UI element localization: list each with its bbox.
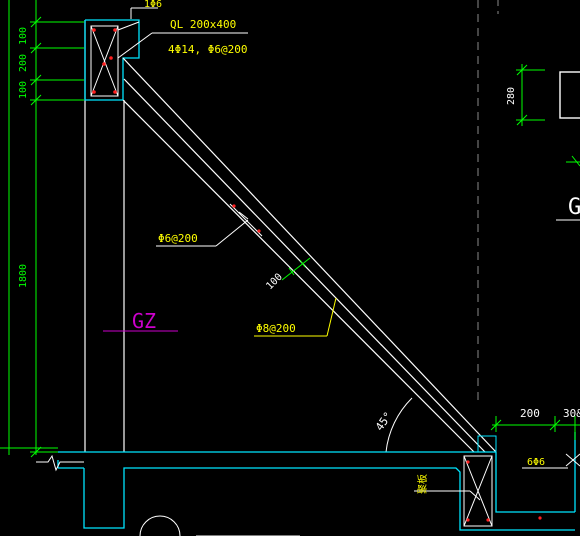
section-marker-circle bbox=[139, 515, 181, 536]
beam-top-callout: 1Φ6 bbox=[144, 0, 162, 10]
column-label-gz: GZ bbox=[132, 309, 156, 333]
break-symbol bbox=[36, 454, 84, 472]
right-dimension-200 bbox=[490, 416, 580, 440]
right-end-detail bbox=[565, 453, 580, 467]
beam-cross-ties bbox=[90, 21, 140, 97]
angle-arc bbox=[385, 397, 413, 453]
bottom-label-leader bbox=[414, 490, 481, 501]
dimension-30x-right: 30& bbox=[563, 407, 580, 420]
dimension-100-bottom: 100 bbox=[18, 81, 29, 99]
right-detail-280 bbox=[516, 64, 545, 126]
dimension-1800: 1800 bbox=[18, 264, 29, 288]
diagonal-stirrup-marks bbox=[229, 203, 263, 237]
dimension-200-right: 200 bbox=[520, 407, 540, 420]
beam-spec-label: QL 200x400 bbox=[170, 18, 236, 31]
rebar-6phi6-label: 6Φ6 bbox=[527, 457, 545, 468]
beam-rebar-dots bbox=[92, 28, 117, 94]
right-edge-letter: G bbox=[568, 195, 580, 220]
stirrup-leader bbox=[156, 219, 249, 247]
bottom-slab-label: 聚板 bbox=[416, 474, 429, 494]
diagonal-thickness-dim bbox=[281, 257, 311, 281]
end-beam-rebar-dots bbox=[466, 460, 542, 522]
dimension-100-top: 100 bbox=[18, 27, 29, 45]
dimension-280: 280 bbox=[506, 87, 517, 105]
dimension-200: 200 bbox=[18, 54, 29, 72]
slab-stub bbox=[477, 435, 497, 453]
right-section-tick-2 bbox=[571, 155, 580, 167]
left-dimension-chain bbox=[0, 0, 84, 458]
stirrup-label: Φ6@200 bbox=[158, 232, 198, 245]
floor-slab bbox=[57, 432, 576, 531]
distribution-label: Φ8@200 bbox=[256, 322, 296, 335]
diagonal-rebar-dots bbox=[232, 204, 261, 233]
distribution-leader bbox=[254, 297, 337, 337]
beam-reinforcement-label: 4Φ14, Φ6@200 bbox=[168, 43, 247, 56]
beam-leader bbox=[117, 7, 248, 59]
right-section-box bbox=[559, 71, 580, 119]
